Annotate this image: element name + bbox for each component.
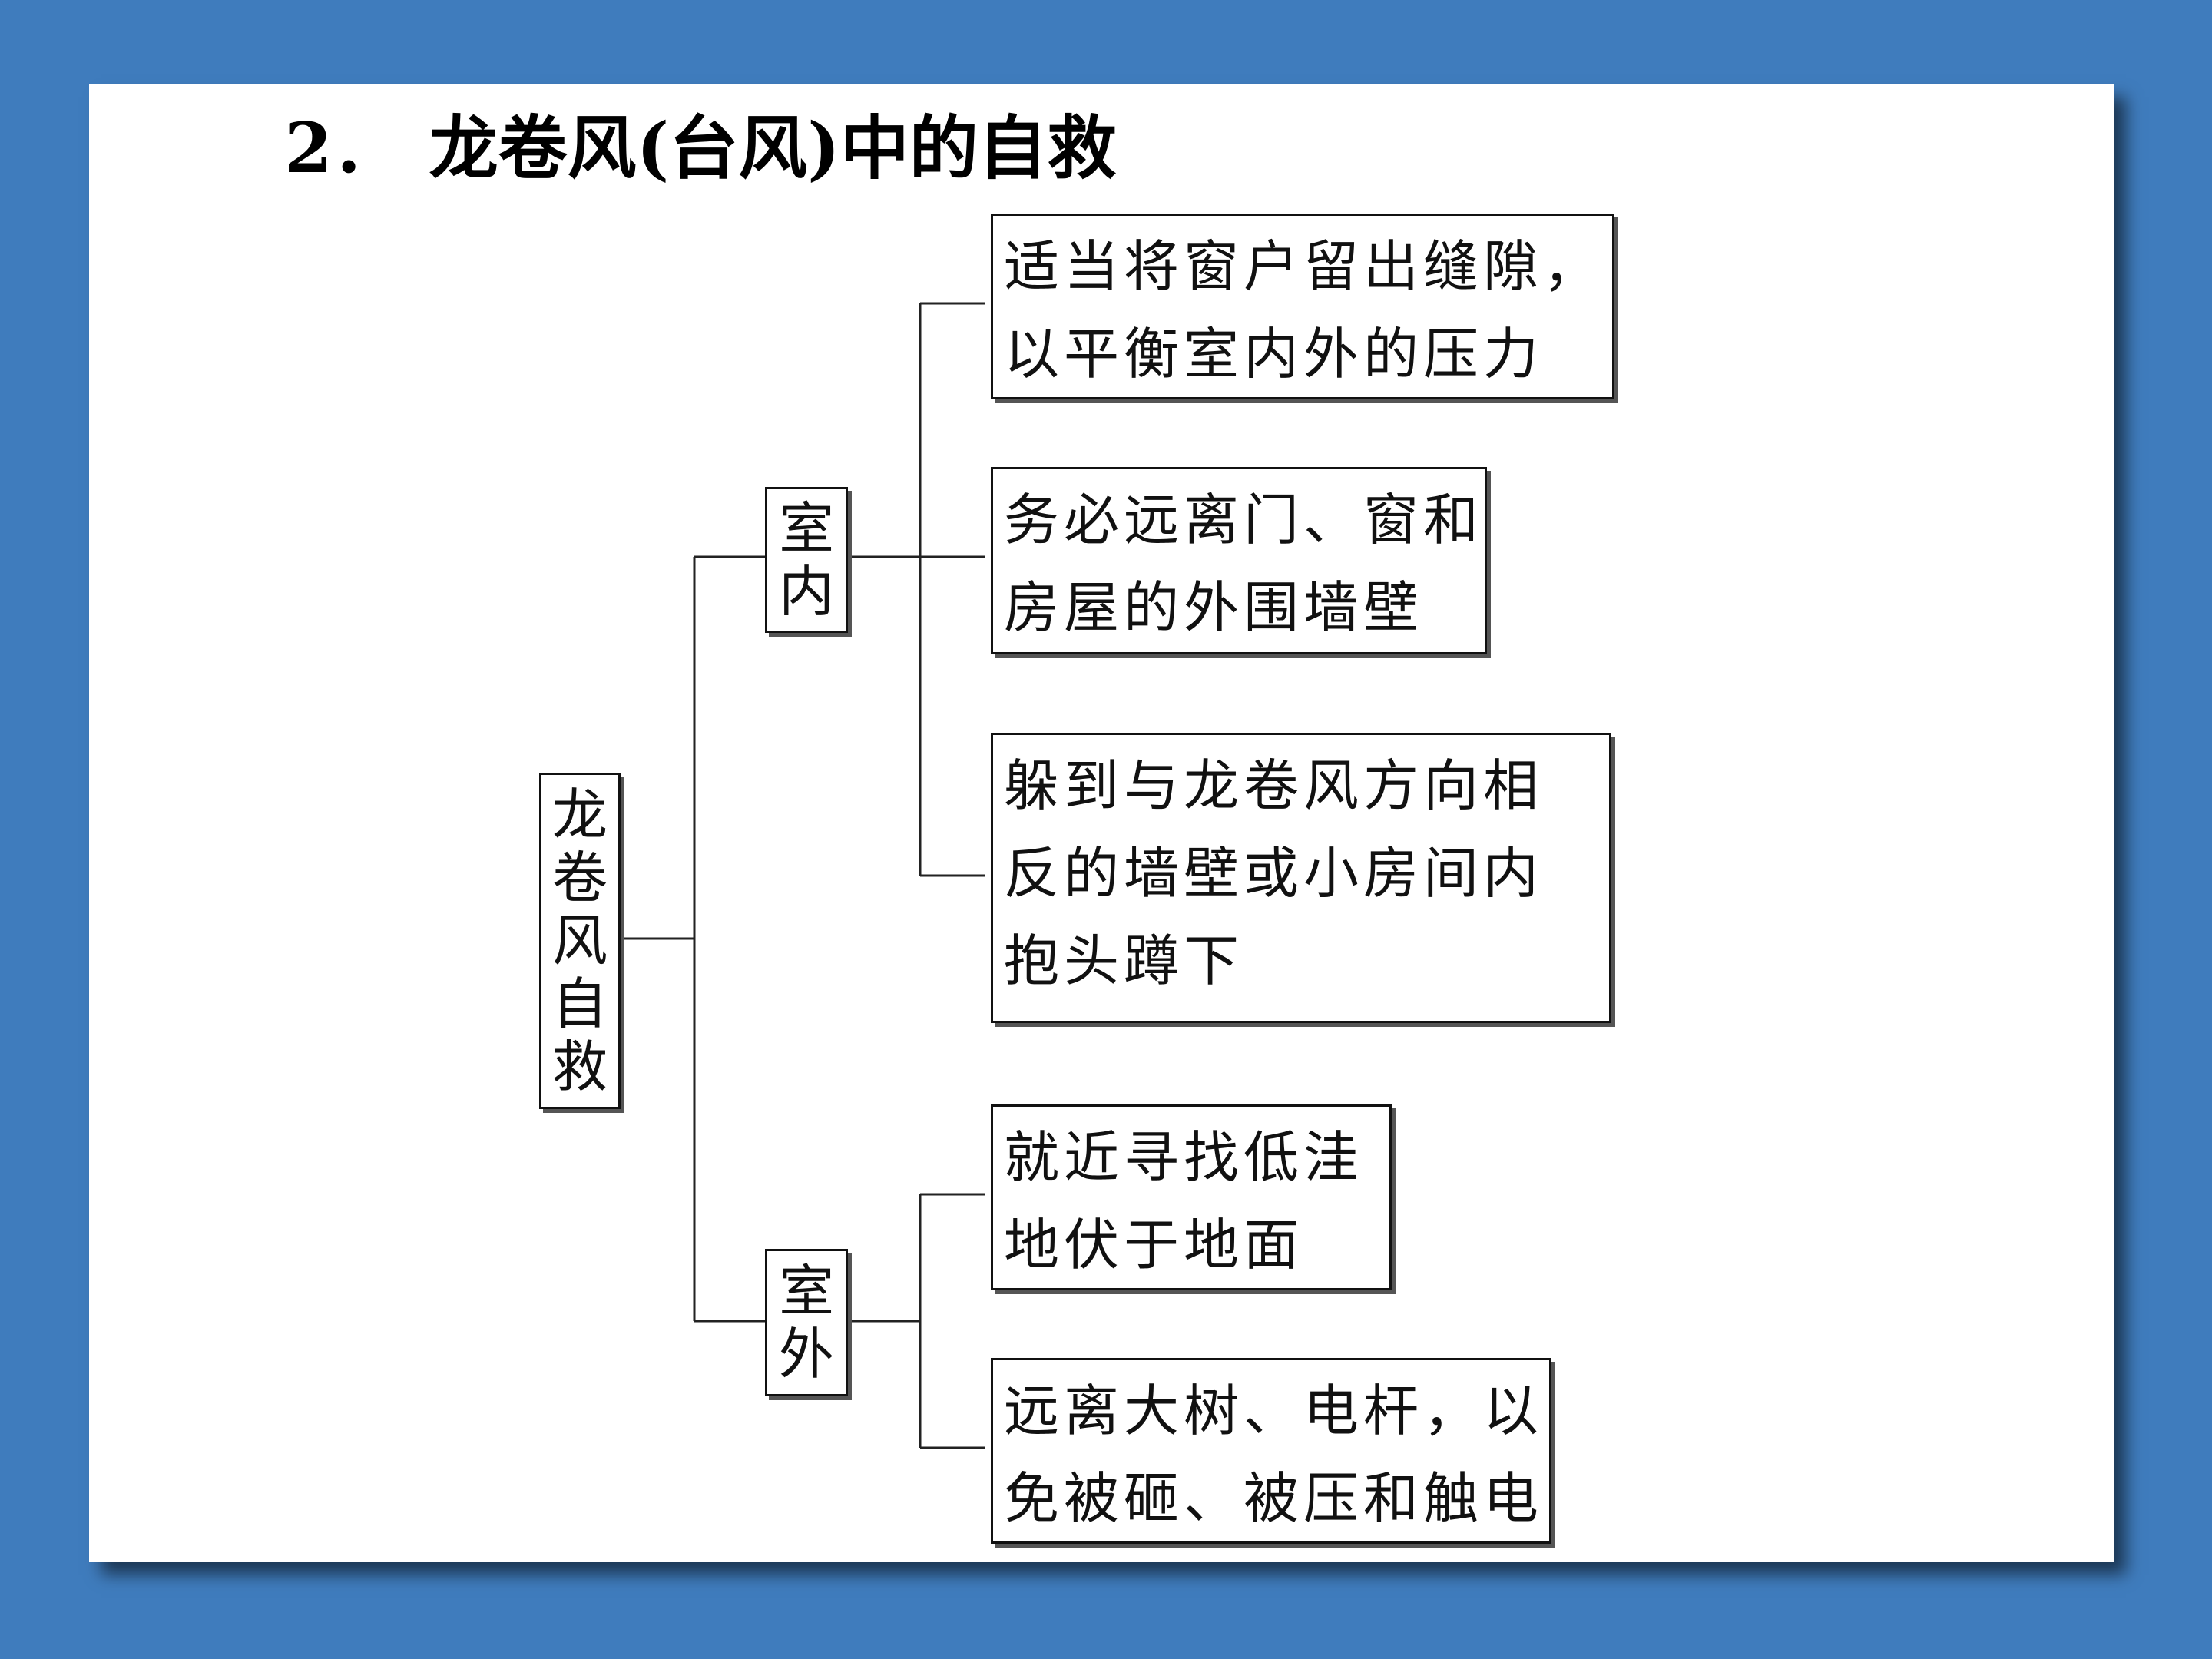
branch-outdoor-label: 室外 xyxy=(778,1259,834,1386)
indoor-item-1-line-1: 适当将窗户留出缝隙， xyxy=(1004,234,1604,299)
indoor-item-1-line-2: 以平衡室内外的压力 xyxy=(1004,322,1544,386)
branch-indoor: 室内 xyxy=(765,487,848,633)
outdoor-item-1: 就近寻找低洼 地伏于地面 xyxy=(991,1104,1392,1290)
indoor-item-2-line-1: 务必远离门、窗和 xyxy=(1004,488,1484,552)
title-number: 2． xyxy=(284,108,402,189)
indoor-item-3-line-1: 躲到与龙卷风方向相 xyxy=(1004,753,1544,818)
root-node: 龙卷风自救 xyxy=(539,773,621,1109)
outdoor-item-2: 远离大树、电杆，以 免被砸、被压和触电 xyxy=(991,1358,1551,1544)
branch-indoor-label: 室内 xyxy=(778,496,834,624)
indoor-item-3: 躲到与龙卷风方向相 反的墙壁或小房间内 抱头蹲下 xyxy=(991,733,1611,1023)
indoor-item-2: 务必远离门、窗和 房屋的外围墙壁 xyxy=(991,467,1487,654)
outdoor-item-1-line-1: 就近寻找低洼 xyxy=(1004,1125,1364,1190)
page-title: 2．龙卷风(台风)中的自救 xyxy=(284,114,1117,183)
root-label: 龙卷风自救 xyxy=(551,783,608,1099)
indoor-item-3-line-2: 反的墙壁或小房间内 xyxy=(1004,841,1544,906)
title-text: 龙卷风(台风)中的自救 xyxy=(429,108,1117,189)
indoor-item-1: 适当将窗户留出缝隙， 以平衡室内外的压力 xyxy=(991,214,1614,399)
indoor-item-2-line-2: 房屋的外围墙壁 xyxy=(1004,575,1424,640)
outdoor-item-2-line-2: 免被砸、被压和触电 xyxy=(1004,1466,1544,1531)
indoor-item-3-line-3: 抱头蹲下 xyxy=(1004,929,1244,993)
outdoor-item-1-line-2: 地伏于地面 xyxy=(1004,1213,1304,1277)
branch-outdoor: 室外 xyxy=(765,1249,848,1396)
outdoor-item-2-line-1: 远离大树、电杆，以 xyxy=(1004,1379,1544,1443)
